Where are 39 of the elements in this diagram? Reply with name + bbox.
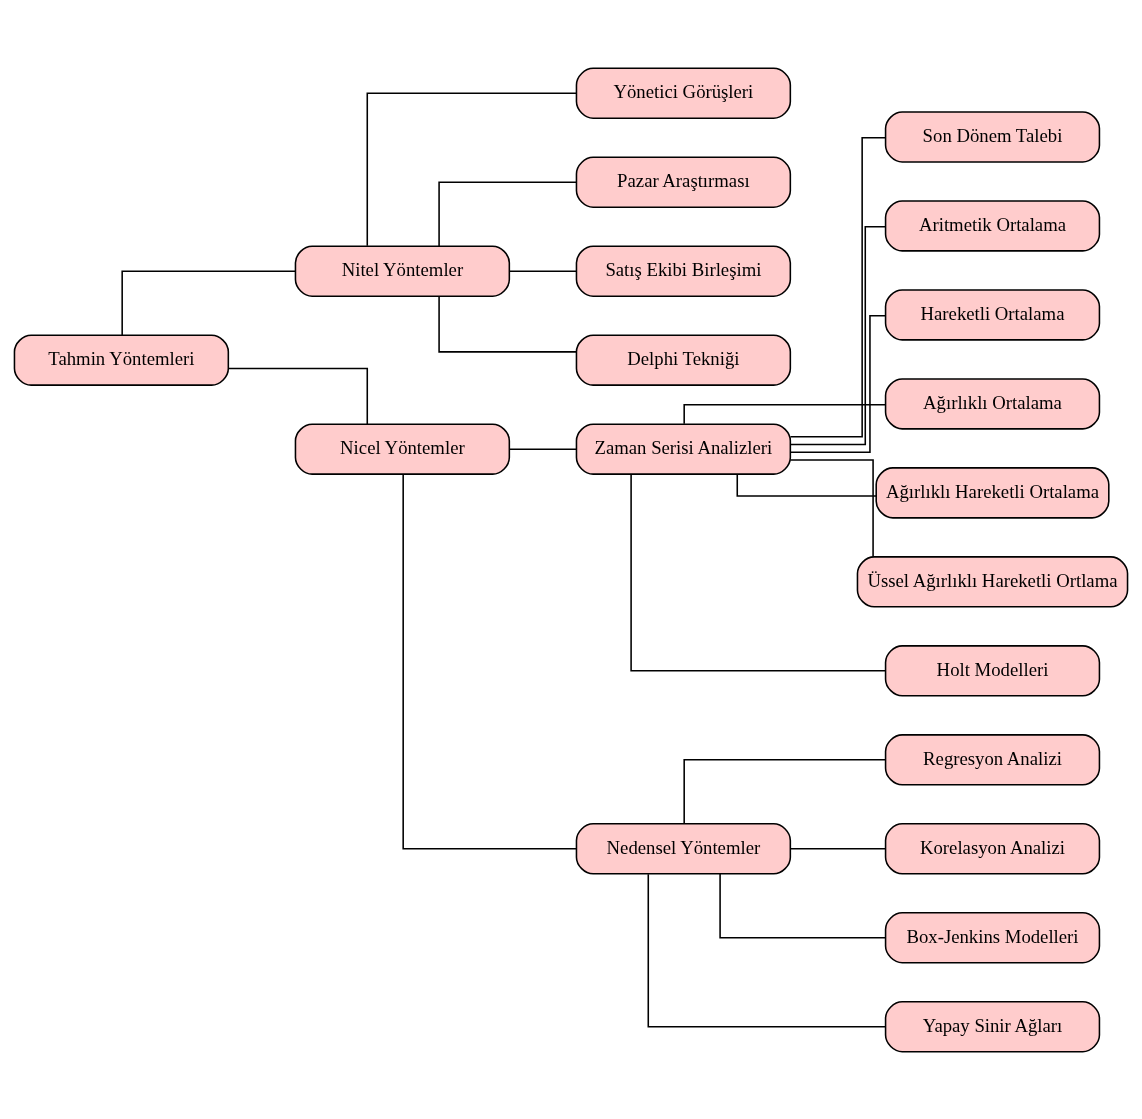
node-box: Regresyon Analizi bbox=[884, 733, 1101, 786]
connector bbox=[508, 269, 577, 272]
node-box: Ağırlıklı Hareketli Ortalama bbox=[875, 466, 1110, 519]
connector bbox=[227, 367, 369, 425]
node-box: Holt Modelleri bbox=[884, 644, 1101, 697]
connector bbox=[402, 472, 578, 850]
node-box: Delphi Tekniği bbox=[575, 333, 792, 386]
node-box: Satış Ekibi Birleşimi bbox=[575, 244, 792, 297]
node-box: Son Dönem Talebi bbox=[884, 110, 1101, 163]
connector bbox=[683, 758, 887, 824]
connector bbox=[366, 91, 578, 246]
node-box: Yönetici Görüşleri bbox=[575, 66, 792, 119]
connector bbox=[630, 472, 887, 672]
connector bbox=[789, 136, 887, 437]
node-box: Üssel Ağırlıklı Hareketli Ortlama bbox=[856, 555, 1129, 608]
node-box: Hareketli Ortalama bbox=[884, 288, 1101, 341]
connector bbox=[438, 295, 578, 353]
node-box: Tahmin Yöntemleri bbox=[13, 333, 230, 386]
node-box: Nitel Yöntemler bbox=[294, 244, 511, 297]
connector bbox=[736, 472, 877, 497]
connector bbox=[789, 847, 887, 850]
node-box: Korelasyon Analizi bbox=[884, 822, 1101, 875]
node-box: Ağırlıklı Ortalama bbox=[884, 377, 1101, 430]
connector bbox=[508, 447, 577, 450]
connector bbox=[438, 180, 578, 247]
node-box: Pazar Araştırması bbox=[575, 155, 792, 208]
connector bbox=[719, 872, 886, 939]
node-box: Aritmetik Ortalama bbox=[884, 199, 1101, 252]
connector bbox=[789, 458, 874, 557]
node-box: Box-Jenkins Modelleri bbox=[884, 911, 1101, 964]
node-box: Nedensel Yöntemler bbox=[575, 822, 792, 875]
node-box: Zaman Serisi Analizleri bbox=[575, 422, 792, 475]
connector bbox=[647, 873, 887, 1028]
connector bbox=[790, 225, 886, 445]
node-box: Nicel Yöntemler bbox=[294, 422, 511, 475]
connector bbox=[121, 269, 297, 336]
connector bbox=[790, 314, 887, 453]
node-box: Yapay Sinir Ağları bbox=[884, 1000, 1101, 1053]
connector bbox=[683, 403, 887, 425]
